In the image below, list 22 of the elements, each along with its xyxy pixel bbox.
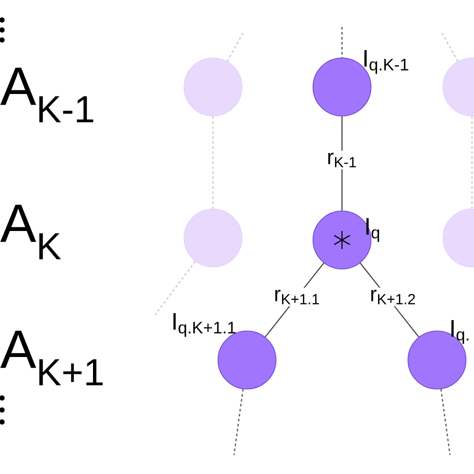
circle-node <box>184 208 242 268</box>
edge-label: r$_{K+1.1}$ <box>272 288 322 306</box>
edge-label: r$_{K-1}$ <box>324 150 360 170</box>
dashed-line <box>226 32 244 62</box>
circle-node <box>442 58 474 116</box>
circle-node <box>184 58 242 116</box>
dashed-line <box>154 261 196 316</box>
edge-label: r$_{K+1.2}$ <box>368 288 418 306</box>
node-label: I$_{q.K+1.1}$ <box>173 313 236 337</box>
node-label: I$_{q}$ <box>366 218 380 242</box>
dashed-line <box>341 27 343 58</box>
node-label: I$_{q.}$ <box>451 320 468 344</box>
dashed-line <box>471 116 473 209</box>
circle-node <box>442 208 474 268</box>
dashed-line <box>441 32 458 62</box>
level-label: A$_{K}$ <box>0 204 61 260</box>
dashed-line <box>440 389 451 456</box>
dashed-line <box>233 389 244 456</box>
level-label: A$_{K+1}$ <box>0 330 103 386</box>
dashed-line <box>212 116 214 209</box>
level-label: A$_{K-1}$ <box>0 68 94 122</box>
node-label: I$_{q.K-1}$ <box>364 50 408 74</box>
